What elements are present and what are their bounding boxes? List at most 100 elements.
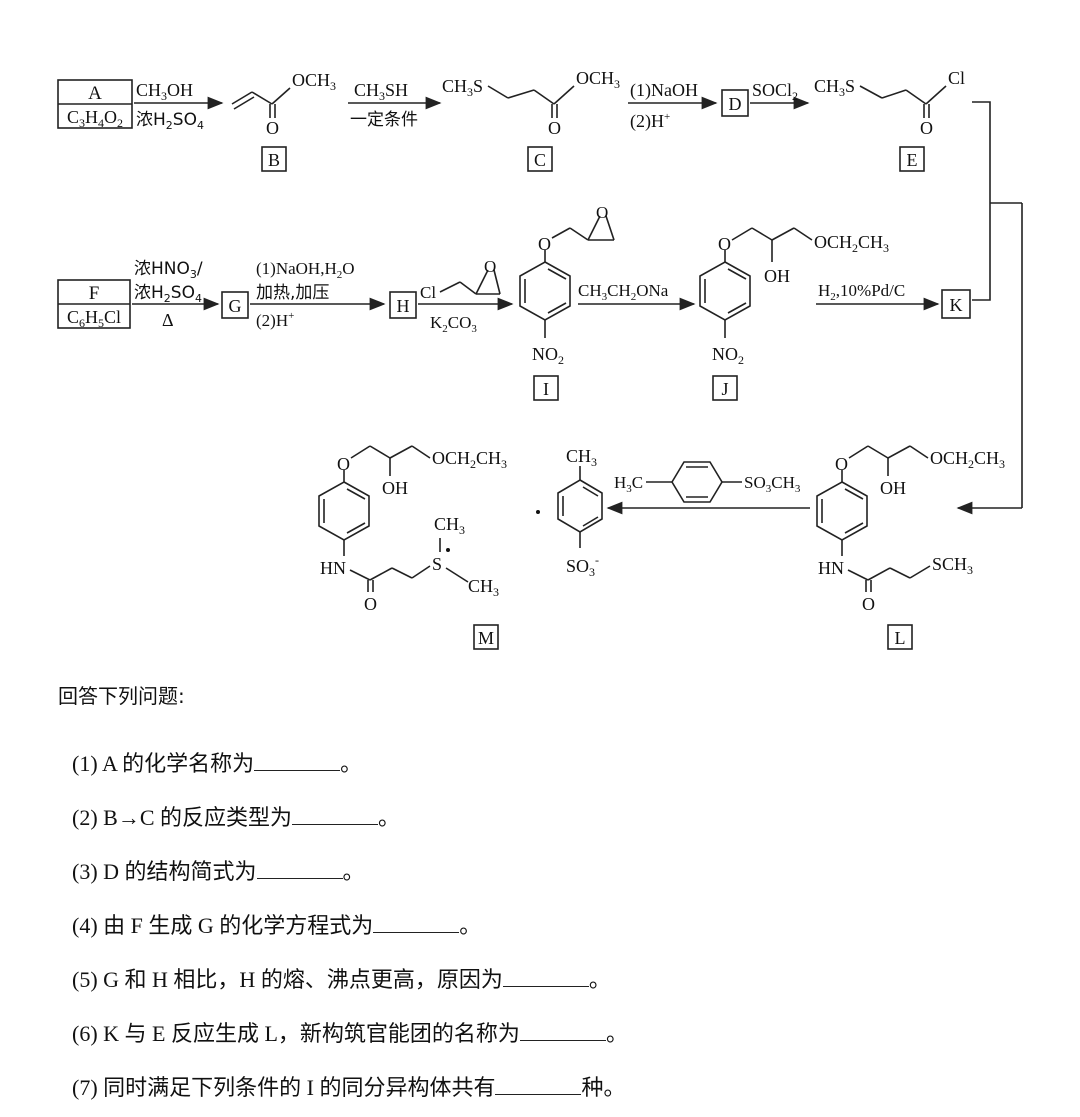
svg-text:L: L [895,628,906,648]
svg-text:CH3SH: CH3SH [354,80,408,103]
reaction-scheme: A C3H4O2 CH3OH 浓H2SO4 O OCH3 B CH3SH 一定条… [57,68,1023,650]
svg-text:F: F [89,283,100,304]
arrow-H-I: Cl O K2CO3 [418,257,514,335]
svg-text:K: K [950,295,963,315]
structure-B: O OCH3 [231,70,336,138]
arrow-F-G: 浓HNO3/ 浓H2SO4 Δ [132,259,220,330]
svg-text:HN: HN [320,558,346,578]
svg-text:Δ: Δ [162,310,174,330]
arrow-I-J: CH3CH2ONa [578,281,696,311]
svg-text:NO2: NO2 [712,344,744,367]
svg-text:CH3S: CH3S [814,76,855,99]
answer-blank-7[interactable] [495,1076,582,1095]
svg-text:O: O [920,118,933,138]
svg-text:K2CO3: K2CO3 [430,313,477,335]
structure-J: O OH OCH2CH3 NO2 [699,227,889,367]
svg-text:S: S [432,554,442,574]
arrow-A-B: CH3OH 浓H2SO4 [134,80,224,132]
answer-blank-5[interactable] [502,968,589,987]
compound-D: D [721,89,749,117]
structure-L: O OH OCH2CH3 HN O SCH3 [816,445,1005,614]
connector-E-K [956,101,1023,515]
svg-text:一定条件: 一定条件 [350,110,418,130]
svg-text:O: O [484,257,496,276]
arrow-C-D: (1)NaOH (2)H+ [628,80,718,132]
svg-text:O: O [538,234,551,254]
svg-text:浓HNO3/: 浓HNO3/ [134,259,203,281]
label-L: L [887,624,913,650]
svg-text:CH3: CH3 [434,514,465,537]
svg-text:O: O [862,594,875,614]
compound-A: A C3H4O2 [57,79,133,130]
structure-E: CH3S O Cl [814,68,965,138]
svg-text:O: O [718,234,731,254]
svg-text:O: O [835,454,848,474]
svg-text:E: E [907,150,918,170]
structure-I: O O NO2 [519,203,615,367]
svg-text:O: O [364,594,377,614]
arrow-J-K: H2,10%Pd/C [816,281,940,311]
svg-text:OCH3: OCH3 [292,70,336,93]
svg-text:B: B [268,150,280,170]
question-6: (6) K 与 E 反应生成 L，新构筑官能团的名称为。 [72,1021,628,1046]
svg-text:CH3: CH3 [566,446,597,469]
structure-tosylate: CH3 SO3- [536,446,603,579]
svg-text:SO3-: SO3- [566,553,599,579]
reagent-ab-top: CH3OH [136,80,193,103]
svg-text:I: I [543,379,549,399]
question-5: (5) G 和 H 相比，H 的熔、沸点更高，原因为。 [72,967,611,992]
svg-text:Cl: Cl [420,283,436,302]
compound-F: F C6H5Cl [57,279,131,330]
svg-text:C: C [534,150,546,170]
label-B: B [261,146,287,172]
svg-text:(1)NaOH,H2O: (1)NaOH,H2O [256,259,355,281]
question-1: (1) A 的化学名称为。 [72,751,363,776]
svg-text:SOCl2: SOCl2 [752,80,798,103]
answer-blank-3[interactable] [256,860,343,879]
svg-text:OCH2CH3: OCH2CH3 [814,232,889,255]
svg-text:(1)NaOH: (1)NaOH [630,80,698,101]
svg-text:G: G [229,296,242,316]
compound-K: K [941,289,971,319]
svg-text:浓H2SO4: 浓H2SO4 [134,283,202,305]
arrow-D-E: SOCl2 [750,80,810,110]
answer-blank-2[interactable] [292,806,379,825]
svg-text:HN: HN [818,558,844,578]
svg-text:O: O [548,118,561,138]
answer-blank-6[interactable] [519,1022,606,1041]
svg-text:O: O [596,203,608,222]
questions-intro: 回答下列问题: [58,684,185,708]
answer-blank-4[interactable] [373,914,460,933]
label-C: C [527,146,553,172]
compound-G: G [221,291,249,319]
compound-A-label: A [88,83,102,104]
svg-text:C6H5Cl: C6H5Cl [67,307,121,330]
svg-text:OCH2CH3: OCH2CH3 [432,448,507,471]
svg-text:OCH3: OCH3 [576,68,620,91]
compound-H: H [389,291,417,319]
compound-A-formula: C3H4O2 [67,107,123,130]
svg-text:D: D [729,94,742,114]
reagent-ab-bottom: 浓H2SO4 [136,110,204,132]
arrow-L-M: H3C SO3CH3 [606,461,810,515]
svg-text:J: J [721,379,728,399]
svg-text:M: M [478,628,494,648]
question-2: (2) B→C 的反应类型为。 [72,805,401,830]
svg-text:H: H [397,296,410,316]
svg-text:OH: OH [880,478,906,498]
svg-text:CH3S: CH3S [442,76,483,99]
question-3: (3) D 的结构简式为。 [72,859,365,884]
structure-M: O OH OCH2CH3 HN O S CH3 CH3 [318,445,507,614]
svg-text:OH: OH [764,266,790,286]
arrow-B-C: CH3SH 一定条件 [348,80,442,130]
svg-text:SO3CH3: SO3CH3 [744,473,801,495]
svg-text:Cl: Cl [948,68,965,88]
answer-blank-1[interactable] [254,752,341,771]
svg-text:OH: OH [382,478,408,498]
svg-text:OCH2CH3: OCH2CH3 [930,448,1005,471]
question-4: (4) 由 F 生成 G 的化学方程式为。 [72,913,482,938]
svg-text:H2,10%Pd/C: H2,10%Pd/C [818,281,905,303]
svg-text:CH3: CH3 [468,576,499,599]
svg-text:NO2: NO2 [532,344,564,367]
structure-C: CH3S O OCH3 [442,68,620,138]
